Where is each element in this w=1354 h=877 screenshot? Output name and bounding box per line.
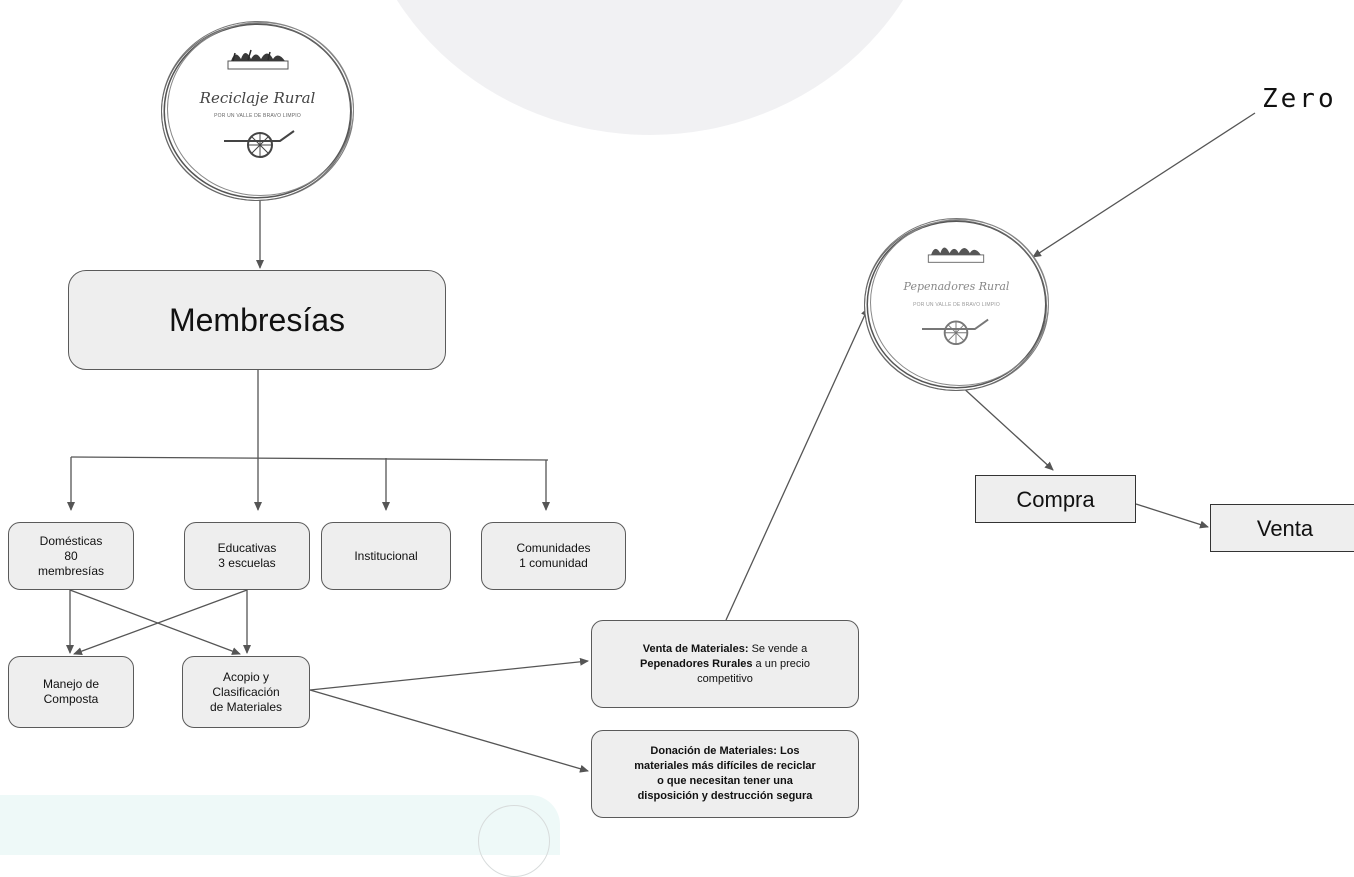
reciclaje-logo-subtitle: POR UN VALLE DE BRAVO LIMPIO <box>214 113 301 119</box>
node-manejo-line1: Manejo de <box>42 677 100 691</box>
venta-materiales-text3: competitivo <box>697 672 753 685</box>
venta-materiales-bold2: Pepenadores Rurales <box>640 657 753 670</box>
reciclaje-logo-title: Reciclaje Rural <box>199 89 316 107</box>
node-educativas: Educativas 3 escuelas <box>184 522 310 590</box>
node-compra-label: Compra <box>1016 486 1095 512</box>
plants-icon <box>227 49 289 70</box>
venta-materiales-text1: Se vende a <box>748 642 808 655</box>
node-manejo-composta: Manejo de Composta <box>8 656 134 728</box>
arrow-educativas-to-manejo <box>73 589 248 655</box>
plants-icon <box>927 247 985 263</box>
arrow-acopio-to-donacion <box>309 689 589 773</box>
donacion-line4: disposición y destrucción segura <box>637 790 813 802</box>
node-domesticas-line1: Domésticas <box>39 533 103 548</box>
connector-layer <box>66 112 1256 773</box>
node-comunidades-line1: Comunidades <box>516 541 591 555</box>
donacion-line3: o que necesitan tener una <box>657 775 793 787</box>
zero-label: Zero <box>1262 84 1337 114</box>
node-membresias-label: Membresías <box>168 301 346 338</box>
node-membresias: Membresías <box>68 270 446 370</box>
node-acopio-line1: Acopio y <box>222 669 269 684</box>
pepenadores-logo-subtitle: POR UN VALLE DE BRAVO LIMPIO <box>913 302 1000 308</box>
cart-wheel-icon <box>922 318 989 346</box>
node-acopio-line2: Clasificación <box>212 684 280 699</box>
node-educativas-line2: 3 escuelas <box>218 556 276 570</box>
node-domesticas-line3: membresías <box>37 563 105 578</box>
node-venta-label: Venta <box>1256 515 1314 541</box>
node-venta-materiales: Venta de Materiales: Se vende a Pepenado… <box>591 620 859 708</box>
node-comunidades: Comunidades 1 comunidad <box>481 522 626 590</box>
arrow-compra-to-venta <box>1135 503 1209 529</box>
line-horizontal-bus <box>70 456 549 461</box>
node-donacion-materiales: Donación de Materiales: Los materiales m… <box>591 730 859 818</box>
arrow-domesticas-to-acopio <box>69 589 241 655</box>
venta-materiales-bold1: Venta de Materiales: <box>642 642 749 655</box>
arrow-pepenadores-to-compra <box>959 384 1054 471</box>
pepenadores-rural-logo: Pepenadores Rural POR UN VALLE DE BRAVO … <box>864 219 1049 391</box>
venta-materiales-text2: a un precio <box>752 657 810 670</box>
reciclaje-rural-logo: Reciclaje Rural POR UN VALLE DE BRAVO LI… <box>161 22 354 201</box>
arrow-zero-to-pepenadores <box>1032 112 1256 258</box>
donacion-line2: materiales más difíciles de reciclar <box>634 760 816 772</box>
node-educativas-line1: Educativas <box>217 541 277 555</box>
node-domesticas: Domésticas 80 membresías <box>8 522 134 590</box>
node-acopio-line3: de Materiales <box>209 699 283 714</box>
node-domesticas-line2: 80 <box>64 548 78 563</box>
donacion-line1: Donación de Materiales: Los <box>650 745 800 757</box>
node-institucional: Institucional <box>321 522 451 590</box>
pepenadores-logo-title: Pepenadores Rural <box>903 280 1010 293</box>
arrow-venta-materiales-to-pepenadores <box>725 307 869 621</box>
node-institucional-label: Institucional <box>354 548 418 563</box>
node-manejo-line2: Composta <box>43 692 99 706</box>
node-acopio: Acopio y Clasificación de Materiales <box>182 656 310 728</box>
node-venta: Venta <box>1210 504 1354 552</box>
node-compra: Compra <box>975 475 1136 523</box>
arrow-acopio-to-venta-materiales <box>309 657 589 691</box>
node-comunidades-line2: 1 comunidad <box>519 556 588 570</box>
cart-wheel-icon <box>224 130 295 158</box>
